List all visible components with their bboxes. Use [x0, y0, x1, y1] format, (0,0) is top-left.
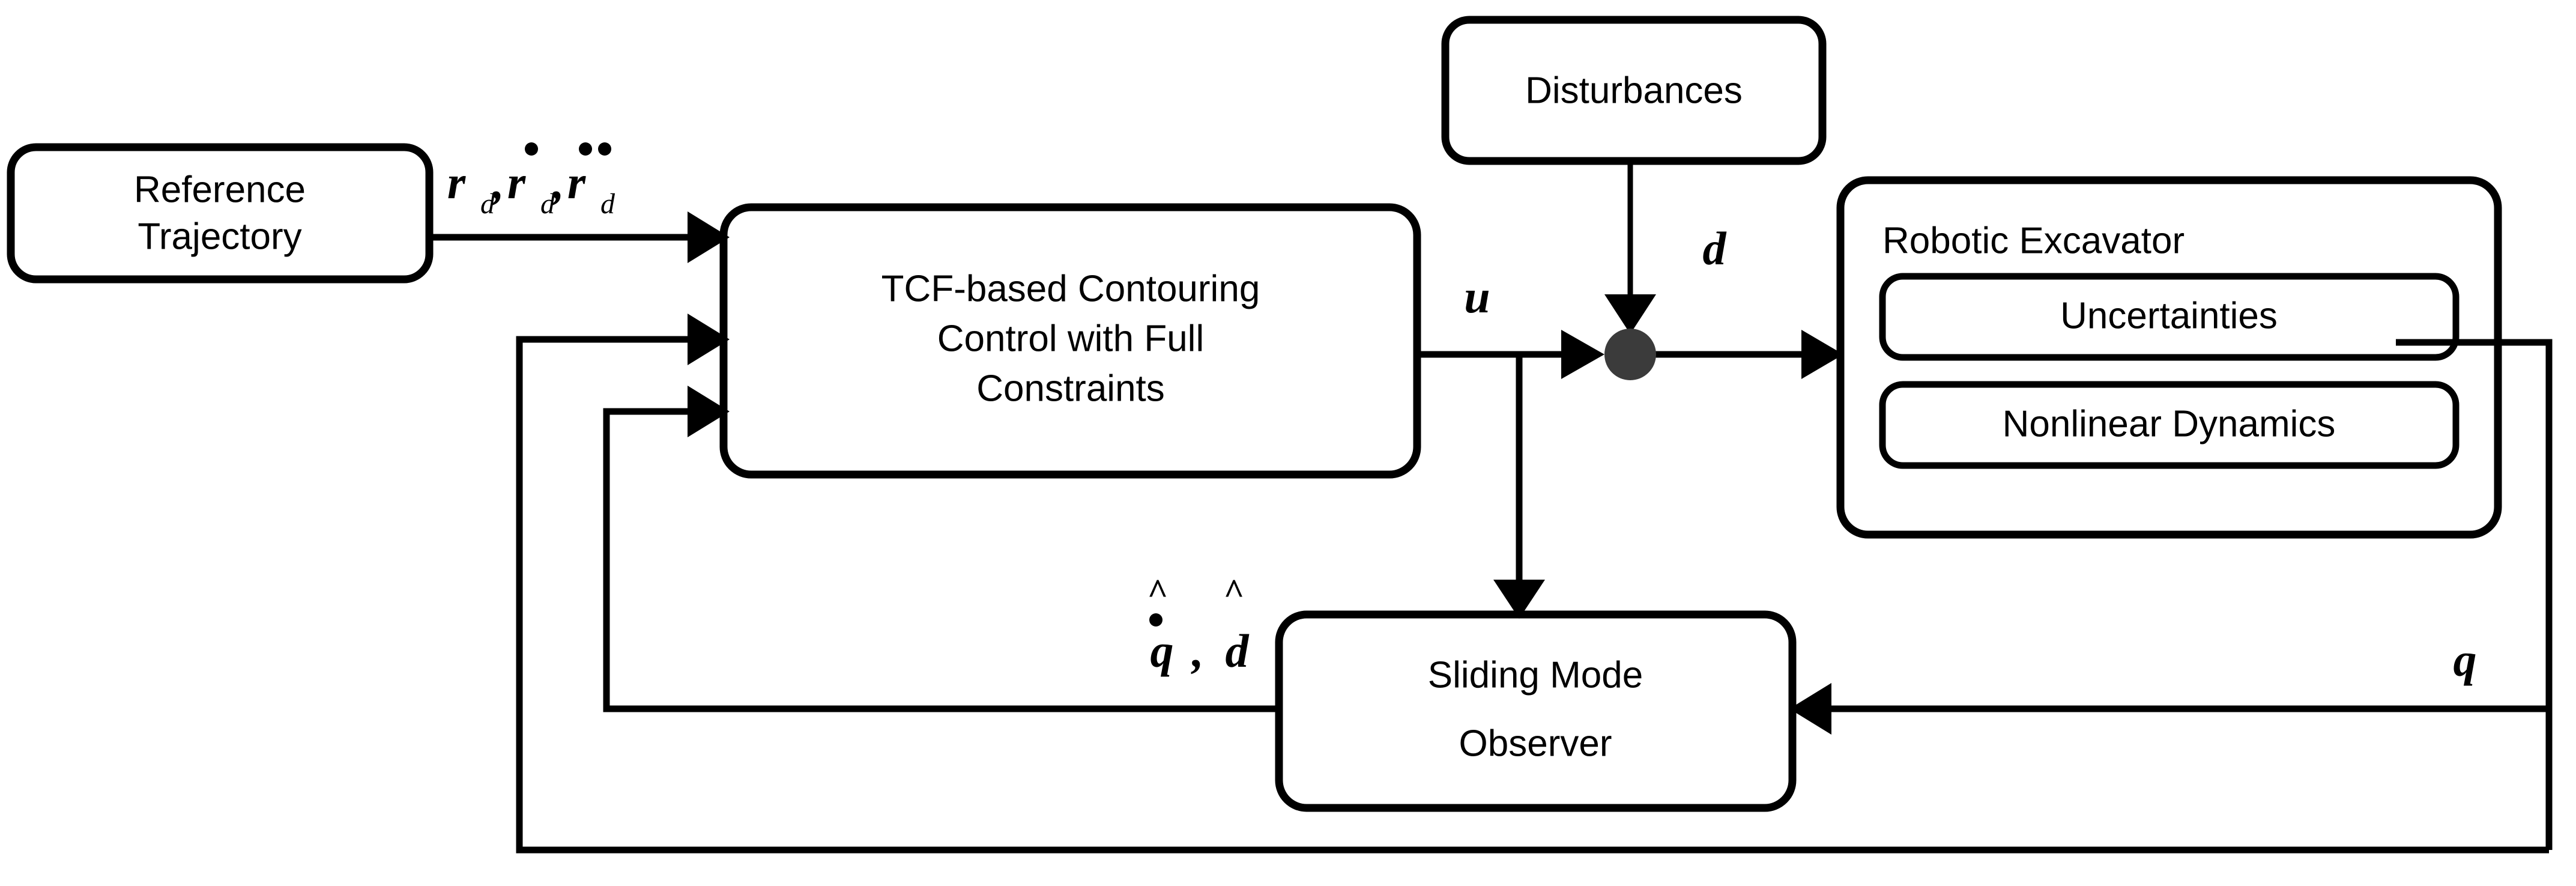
block-nonlinear-dynamics[interactable]: Nonlinear Dynamics [1879, 381, 2460, 469]
block-disturbances[interactable]: Disturbances [1441, 16, 1827, 165]
signal-r-d-base: r [447, 156, 466, 208]
block-robotic-excavator[interactable]: Robotic Excavator Uncertainties Nonlinea… [1836, 176, 2502, 539]
signal-estimates-separator: , [1191, 625, 1204, 677]
signal-rddot-d-base: r [567, 156, 586, 208]
wire-observer-to-controller [603, 386, 1279, 712]
signal-rdot-d-base: r [507, 156, 526, 208]
signal-r-d-sub: d [480, 188, 495, 220]
dot-accent-velocity [525, 142, 538, 156]
wire-u-branch-to-observer [1493, 354, 1545, 619]
wire-q-feedback-to-controller [516, 314, 2549, 854]
signal-label-d: d [1703, 222, 1727, 275]
wire-q-to-observer [1789, 683, 2549, 735]
dot-accent-accel-1 [579, 142, 592, 156]
signal-rdot-d-sub: d [540, 188, 555, 220]
dot-accent-accel-2 [598, 142, 611, 156]
controller-label-line1: TCF-based Contouring [881, 268, 1260, 309]
observer-label-line1: Sliding Mode [1428, 654, 1643, 696]
disturbances-label: Disturbances [1525, 70, 1743, 111]
uncertainties-label: Uncertainties [2060, 295, 2278, 336]
wire-sum-to-plant [1655, 330, 1843, 379]
wire-plant-output-q [2396, 339, 2553, 850]
reference-label-line2: Trajectory [138, 216, 301, 257]
block-reference-trajectory[interactable]: Reference Trajectory [7, 143, 434, 284]
wire-controller-to-sum [1417, 330, 1604, 379]
controller-label-line2: Control with Full [937, 318, 1204, 359]
signal-label-observer-estimates: q ^ , d ^ [1147, 572, 1250, 677]
controller-label-line3: Constraints [976, 368, 1165, 409]
signal-label-u: u [1464, 270, 1490, 323]
block-tcf-contouring-controller[interactable]: TCF-based Contouring Control with Full C… [719, 203, 1421, 479]
hat-accent-qhat: ^ [1147, 572, 1169, 611]
nonlinear-dynamics-label: Nonlinear Dynamics [2003, 403, 2336, 445]
sum-junction-node[interactable] [1604, 329, 1656, 380]
signal-comma-2: , [551, 156, 564, 208]
wire-disturbance-to-sum [1604, 161, 1656, 334]
wire-reference-to-controller [429, 211, 730, 263]
block-uncertainties[interactable]: Uncertainties [1879, 273, 2460, 361]
hat-accent-dhat: ^ [1224, 572, 1245, 611]
signal-rddot-d-sub: d [600, 188, 615, 220]
block-sliding-mode-observer[interactable]: Sliding Mode Observer [1275, 610, 1797, 812]
plant-label: Robotic Excavator [1882, 220, 2184, 261]
reference-label-line1: Reference [134, 169, 306, 210]
dot-accent-qhat [1149, 613, 1163, 627]
observer-label-line2: Observer [1459, 723, 1612, 764]
signal-dhat-base: d [1226, 625, 1250, 677]
signal-comma-1: , [491, 156, 504, 208]
signal-label-q: q [2454, 634, 2477, 686]
signal-qhat-base: q [1150, 625, 1174, 677]
signal-label-reference: r d , r d , r d [447, 142, 615, 220]
